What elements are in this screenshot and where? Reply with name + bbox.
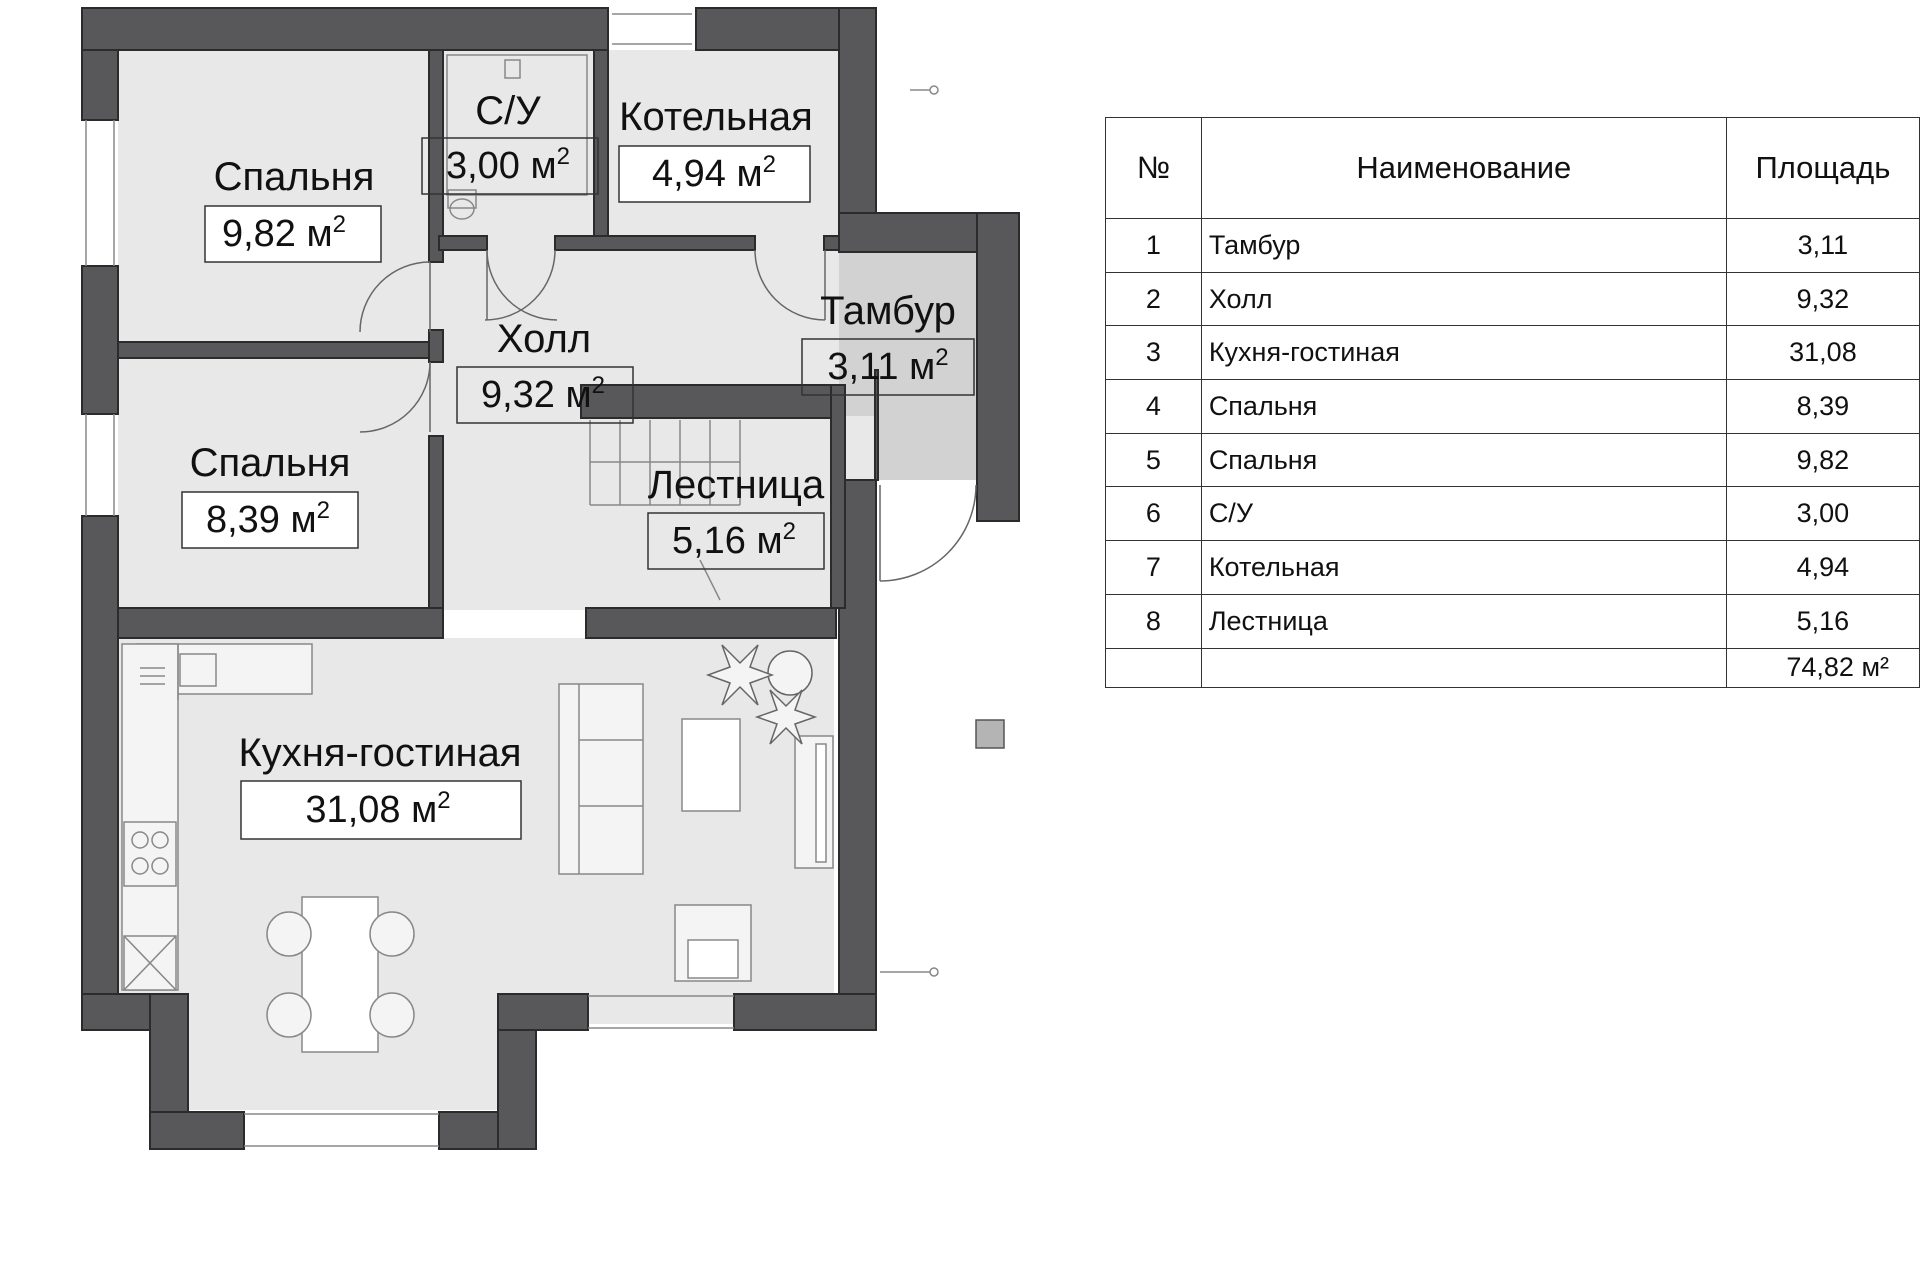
area-unit-sup: 2 xyxy=(333,211,346,238)
door-swings xyxy=(359,249,977,582)
legend-num: 5 xyxy=(1105,432,1202,488)
area-unit-sup: 2 xyxy=(592,372,605,399)
legend-row: 8 Лестница 5,16 xyxy=(1105,593,1920,649)
legend-header-name: Наименование xyxy=(1200,117,1727,219)
room-area-box-kitchen-living xyxy=(240,780,522,840)
legend-row: 2 Холл 9,32 xyxy=(1105,271,1920,327)
room-area-box-vestibule xyxy=(801,338,975,396)
legend-total-area: 74,82 м² xyxy=(1725,647,1920,688)
room-area-bathroom: 3,00 м xyxy=(446,145,557,187)
room-labels: Спальня 9,82 м2 С/У 3,00 м2 Котельная 4,… xyxy=(181,89,975,840)
area-unit-sup: 2 xyxy=(557,143,570,170)
room-area-staircase: 5,16 м xyxy=(672,520,783,562)
legend-row: 7 Котельная 4,94 xyxy=(1105,540,1920,595)
legend-area: 31,08 xyxy=(1725,325,1920,381)
legend-total-empty-num xyxy=(1105,647,1202,688)
legend-num: 7 xyxy=(1105,540,1202,595)
svg-text:8,39 м2: 8,39 м2 xyxy=(206,497,330,541)
room-area-box-boiler xyxy=(618,145,811,203)
walls xyxy=(81,7,1020,1150)
legend-area: 4,94 xyxy=(1725,540,1920,595)
area-unit-sup: 2 xyxy=(437,787,450,814)
legend-name: Тамбур xyxy=(1200,218,1727,273)
legend-num: 8 xyxy=(1105,593,1202,649)
svg-text:9,32 м2: 9,32 м2 xyxy=(481,372,605,416)
legend-num: 2 xyxy=(1105,271,1202,327)
legend-num: 4 xyxy=(1105,379,1202,434)
kitchen-furniture xyxy=(121,643,834,1053)
legend-row: 3 Кухня-гостиная 31,08 xyxy=(1105,325,1920,381)
legend-row: 6 С/У 3,00 xyxy=(1105,486,1920,542)
room-name-staircase: Лестница xyxy=(648,463,825,507)
legend-total-empty-name xyxy=(1200,647,1727,688)
svg-text:4,94 м2: 4,94 м2 xyxy=(652,151,776,195)
exterior-marks xyxy=(880,85,939,977)
legend-row: 1 Тамбур 3,11 xyxy=(1105,218,1920,273)
room-area-box-bathroom xyxy=(421,137,599,195)
legend-header-area: Площадь xyxy=(1725,117,1920,219)
legend-area: 9,32 xyxy=(1725,271,1920,327)
plants xyxy=(705,644,818,745)
staircase-steps xyxy=(589,420,741,601)
legend-area: 8,39 xyxy=(1725,379,1920,434)
svg-text:3,11 м2: 3,11 м2 xyxy=(827,344,948,388)
room-area-box-bedroom-bottom xyxy=(181,491,359,549)
legend-name: Котельная xyxy=(1200,540,1727,595)
legend-area: 3,11 xyxy=(1725,218,1920,273)
room-area-box-hall xyxy=(456,366,634,424)
legend-name: Спальня xyxy=(1200,379,1727,434)
bathroom-fixtures xyxy=(446,54,588,220)
room-legend-table: № Наименование Площадь 1 Тамбур 3,11 2 Х… xyxy=(1105,117,1920,688)
area-unit-sup: 2 xyxy=(935,344,948,371)
area-unit-sup: 2 xyxy=(783,518,796,545)
small-square-marker xyxy=(975,719,1005,749)
room-name-bedroom-bottom: Спальня xyxy=(190,441,351,485)
legend-name: С/У xyxy=(1200,486,1727,542)
area-unit-sup: 2 xyxy=(763,151,776,178)
area-unit-sup: 2 xyxy=(317,497,330,524)
legend-num: 1 xyxy=(1105,218,1202,273)
legend-name: Лестница xyxy=(1200,593,1727,649)
legend-name: Кухня-гостиная xyxy=(1200,325,1727,381)
room-area-bedroom-bottom: 8,39 м xyxy=(206,499,317,541)
legend-area: 5,16 xyxy=(1725,593,1920,649)
room-area-bedroom-top: 9,82 м xyxy=(222,213,333,255)
legend-total-row: 74,82 м² xyxy=(1105,647,1920,688)
legend-area: 9,82 xyxy=(1725,432,1920,488)
room-area-hall: 9,32 м xyxy=(481,374,592,416)
room-area-boiler: 4,94 м xyxy=(652,153,763,195)
room-name-hall: Холл xyxy=(497,317,591,361)
room-area-box-staircase xyxy=(647,512,825,570)
svg-text:9,82 м2: 9,82 м2 xyxy=(222,211,346,255)
svg-text:5,16 м2: 5,16 м2 xyxy=(672,518,796,562)
legend-row: 5 Спальня 9,82 xyxy=(1105,432,1920,488)
svg-text:3,00 м2: 3,00 м2 xyxy=(446,143,570,187)
room-name-kitchen-living: Кухня-гостиная xyxy=(239,731,522,775)
legend-row: 4 Спальня 8,39 xyxy=(1105,379,1920,434)
room-name-bathroom: С/У xyxy=(475,89,541,133)
room-name-bedroom-top: Спальня xyxy=(214,155,375,199)
legend-name: Спальня xyxy=(1200,432,1727,488)
legend-area: 3,00 xyxy=(1725,486,1920,542)
legend-header-num: № xyxy=(1105,117,1202,219)
legend-name: Холл xyxy=(1200,271,1727,327)
legend-num: 6 xyxy=(1105,486,1202,542)
floor-fills xyxy=(118,50,839,1110)
svg-text:31,08 м2: 31,08 м2 xyxy=(305,787,450,831)
room-area-kitchen-living: 31,08 м xyxy=(305,789,437,831)
legend-header-row: № Наименование Площадь xyxy=(1105,117,1920,219)
windows xyxy=(85,13,734,1147)
room-area-box-bedroom-top xyxy=(204,205,382,263)
room-name-boiler: Котельная xyxy=(619,95,813,139)
legend-num: 3 xyxy=(1105,325,1202,381)
room-area-vestibule: 3,11 м xyxy=(827,346,935,388)
room-name-vestibule: Тамбур xyxy=(820,289,956,333)
